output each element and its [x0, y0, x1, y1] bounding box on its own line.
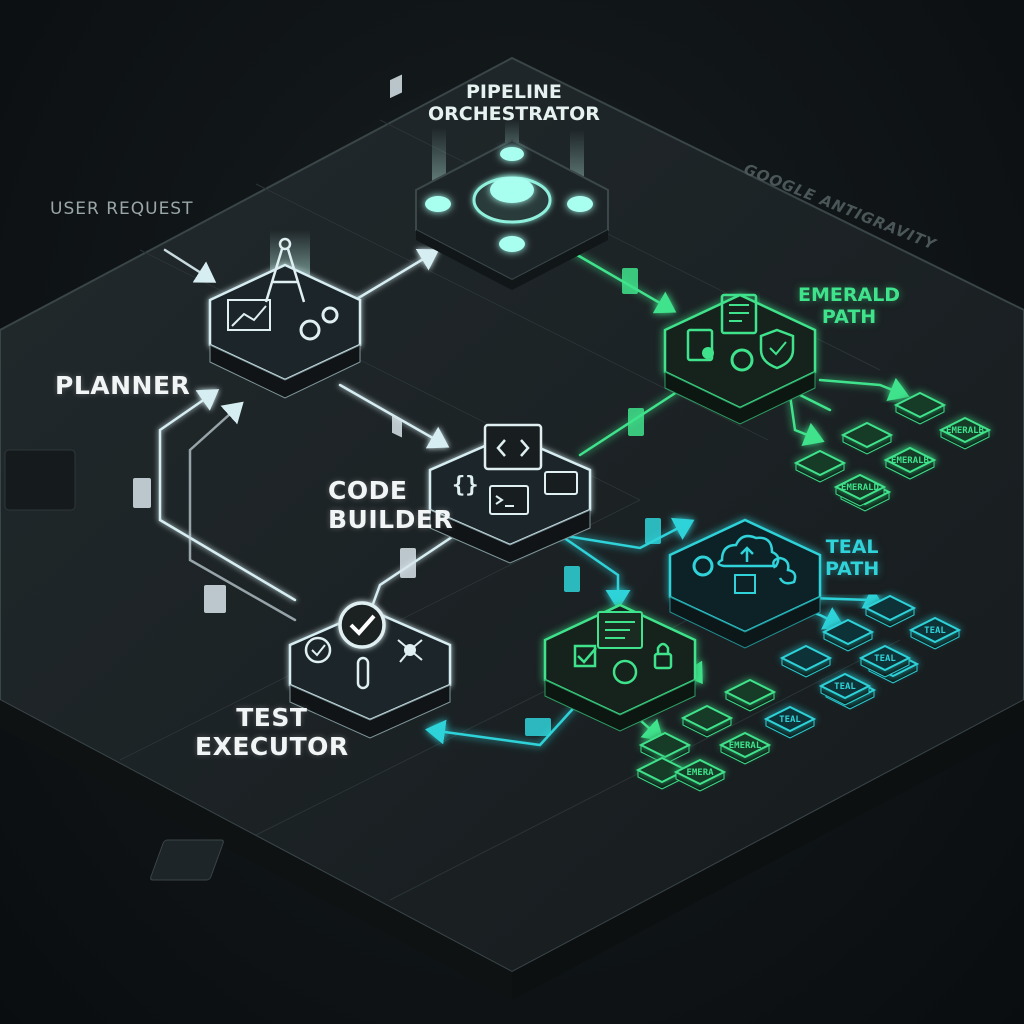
chip-decoration	[150, 839, 224, 881]
code-builder-node[interactable]: {}	[428, 423, 592, 564]
compass-icon	[264, 237, 306, 303]
packet-icon	[133, 478, 151, 508]
braces-icon: {}	[452, 473, 479, 498]
checkmark-circle-icon	[338, 601, 386, 649]
emerald-tile	[840, 421, 894, 455]
builder-to-teal-arrow	[558, 517, 695, 550]
builder-to-tester-line	[368, 533, 457, 614]
document-check-icon	[686, 328, 714, 362]
tile-label: EMERAL	[729, 741, 762, 751]
globe-check-icon	[612, 659, 638, 685]
planner-node[interactable]	[208, 230, 362, 399]
checkbox-icon	[573, 644, 597, 668]
shield-check-icon	[759, 328, 795, 370]
planner-to-builder-arrow	[338, 383, 450, 449]
orchestrator-node[interactable]	[415, 120, 609, 290]
gear-icon	[692, 555, 714, 577]
planner-label: PLANNER	[55, 371, 191, 400]
packet-icon	[628, 408, 644, 436]
tile-label: EMERALB	[891, 456, 930, 466]
builder-to-qa-arrow	[558, 533, 631, 610]
tile-label: TEAL	[779, 715, 801, 725]
timer-check-icon	[304, 636, 332, 664]
emerald-tiles: EMERALB EMERALB EMERALD	[793, 391, 992, 512]
emerald-tile: EMERALB	[938, 416, 992, 450]
data-packets-teal	[525, 518, 661, 736]
packet-icon	[645, 518, 661, 544]
lock-icon	[653, 652, 673, 670]
document-edit-icon	[720, 293, 758, 335]
test-tube-icon	[356, 656, 370, 690]
code-builder-label: CODE BUILDER	[328, 476, 454, 534]
user-request-label: USER REQUEST	[50, 199, 194, 219]
packet-icon	[392, 414, 402, 438]
orchestrator-label: PIPELINE ORCHESTRATOR	[428, 81, 600, 125]
packet-icon	[204, 585, 226, 613]
tile-label: EMERA	[686, 768, 714, 778]
emerald-path-label: EMERALD PATH	[798, 284, 901, 328]
folder-icon	[544, 471, 578, 495]
teal-tile	[863, 594, 917, 628]
scan-icon	[734, 574, 756, 594]
test-executor-label: TEST EXECUTOR	[195, 703, 349, 761]
lower-tile	[723, 678, 777, 712]
packet-icon	[622, 268, 638, 294]
planner-to-orchestrator-arrow	[353, 248, 440, 302]
user-request-arrow	[163, 248, 217, 283]
link-icon	[772, 556, 797, 585]
teal-path-label: TEAL PATH	[825, 536, 880, 580]
lower-tile	[638, 731, 692, 765]
tile-label: TEAL	[834, 682, 856, 692]
teal-tile	[779, 644, 833, 678]
gear-icon	[730, 348, 754, 372]
tester-feedback-inner	[188, 401, 297, 622]
teal-node[interactable]	[668, 518, 822, 649]
packet-icon	[564, 566, 580, 592]
teal-tile: TEAL	[818, 672, 872, 706]
tile-label: TEAL	[874, 654, 896, 664]
lower-tile: EMERA	[673, 758, 727, 792]
packet-icon	[525, 718, 551, 736]
blueprint-chart-icon	[227, 299, 271, 331]
teal-tile: TEAL	[858, 644, 912, 678]
teal-tiles: TEAL TEAL TEAL	[779, 594, 962, 710]
gears-icon	[299, 319, 321, 341]
emerald-tile	[893, 391, 947, 425]
tester-feedback-outer	[158, 389, 297, 602]
data-packets-green	[622, 268, 644, 436]
panel-decoration	[4, 449, 76, 511]
tile-label: EMERALD	[841, 483, 880, 493]
tile-label: TEAL	[924, 626, 946, 636]
emerald-tile: EMERALD	[833, 473, 887, 507]
lower-tile	[680, 704, 734, 738]
qa-node[interactable]	[543, 603, 697, 732]
packet-icon	[390, 74, 402, 99]
lower-tile: EMERAL	[718, 731, 772, 765]
data-packets	[133, 74, 416, 613]
emerald-node[interactable]	[663, 290, 817, 425]
terminal-icon	[489, 485, 529, 515]
cloud-upload-icon	[717, 534, 780, 568]
emerald-tile: EMERALB	[883, 446, 937, 480]
tile-label: EMERALB	[946, 426, 985, 436]
packet-icon	[400, 548, 416, 578]
teal-tile: TEAL	[908, 616, 962, 650]
lower-tile: TEAL	[763, 705, 817, 739]
emerald-tile	[793, 449, 847, 483]
teal-tile	[821, 618, 875, 652]
lower-tiles: TEAL EMERAL EMERA	[635, 678, 817, 792]
code-window-icon	[483, 423, 543, 471]
test-executor-node[interactable]	[288, 601, 452, 739]
